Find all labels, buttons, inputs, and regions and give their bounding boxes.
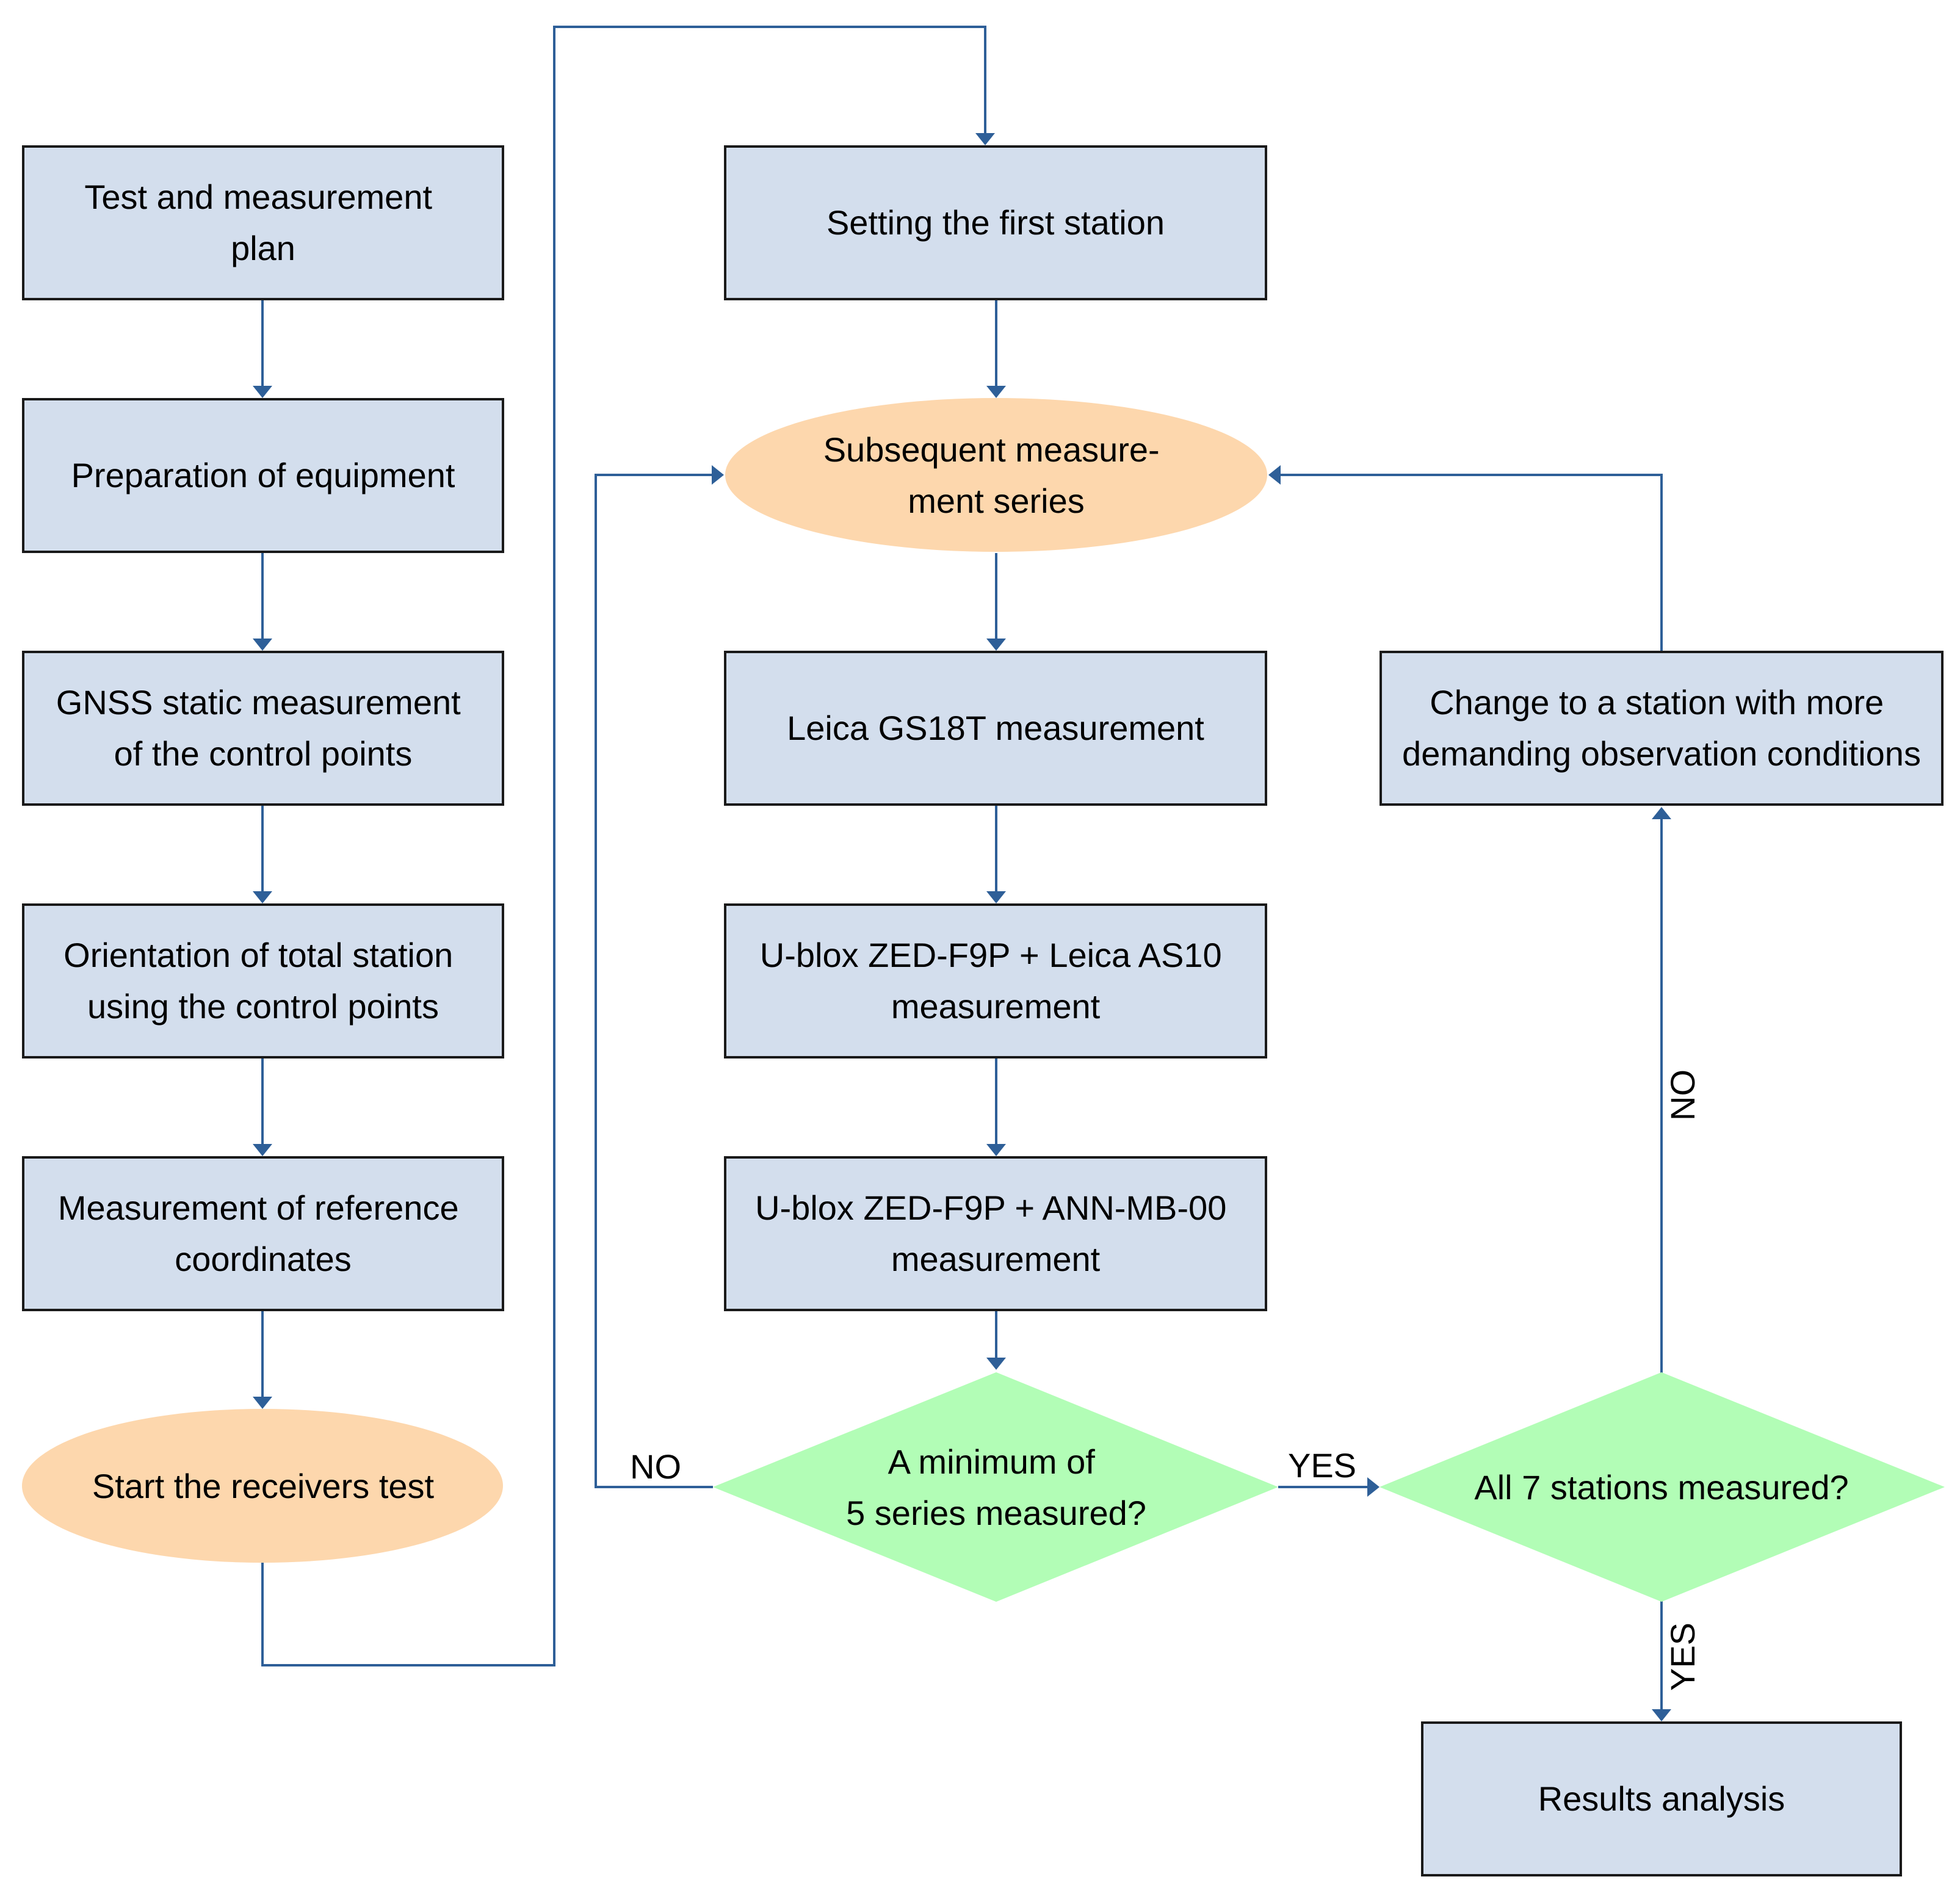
arrowhead-start-to-first-station xyxy=(975,133,995,145)
arrow-min-series-no xyxy=(595,474,713,1488)
connectors xyxy=(253,26,1671,1721)
arrowhead-prep-to-gnss xyxy=(253,639,272,651)
node-start-test-label: Start the receivers test xyxy=(92,1467,435,1505)
arrowhead-leica-to-as10 xyxy=(986,891,1006,903)
node-ublox-ann: U-blox ZED-F9P + ANN-MB-00 measurement xyxy=(724,1156,1267,1311)
node-subsequent-series-label: Subsequent measure- ment series xyxy=(823,430,1170,520)
node-results-label: Results analysis xyxy=(1538,1779,1785,1818)
edge-label-min-series-yes: YES xyxy=(1288,1446,1356,1485)
node-prep-equipment-label: Preparation of equipment xyxy=(71,456,455,494)
node-all-stations-label: All 7 stations measured? xyxy=(1474,1468,1848,1507)
arrowhead-all-stations-yes xyxy=(1652,1709,1671,1721)
node-gnss-static: GNSS static measurement of the control p… xyxy=(22,651,504,806)
node-min-series-decision: A minimum of 5 series measured? xyxy=(713,1372,1278,1602)
node-prep-equipment: Preparation of equipment xyxy=(22,398,504,553)
arrowhead-min-series-yes xyxy=(1367,1477,1380,1497)
arrowhead-all-stations-no xyxy=(1652,807,1671,819)
node-leica-gs18t: Leica GS18T measurement xyxy=(724,651,1267,806)
arrowhead-ann-to-min-series xyxy=(986,1358,1006,1370)
node-test-plan: Test and measurement plan xyxy=(22,145,504,300)
node-reference-coords: Measurement of reference coordinates xyxy=(22,1156,504,1311)
edge-label-all-stations-yes: YES xyxy=(1663,1623,1702,1691)
arrowhead-change-to-series xyxy=(1268,465,1281,485)
node-subsequent-series: Subsequent measure- ment series xyxy=(725,398,1267,552)
node-change-station: Change to a station with more demanding … xyxy=(1380,651,1944,806)
node-first-station-label: Setting the first station xyxy=(826,203,1165,242)
arrowhead-gnss-to-orientation xyxy=(253,891,272,903)
node-ublox-as10-label: U-blox ZED-F9P + Leica AS10 measurement xyxy=(760,936,1231,1026)
edge-label-min-series-no: NO xyxy=(630,1447,681,1486)
node-min-series-label: A minimum of 5 series measured? xyxy=(846,1442,1146,1532)
node-start-test: Start the receivers test xyxy=(22,1409,503,1563)
node-gnss-static-label: GNSS static measurement of the control p… xyxy=(56,683,470,773)
node-orientation: Orientation of total station using the c… xyxy=(22,903,504,1058)
arrowhead-min-series-no xyxy=(712,465,724,485)
node-test-plan-label: Test and measurement plan xyxy=(84,178,441,267)
node-reference-coords-label: Measurement of reference coordinates xyxy=(58,1189,468,1278)
arrowhead-orientation-to-reference xyxy=(253,1144,272,1156)
node-ublox-as10: U-blox ZED-F9P + Leica AS10 measurement xyxy=(724,903,1267,1058)
node-ublox-ann-label: U-blox ZED-F9P + ANN-MB-00 measurement xyxy=(755,1189,1236,1278)
arrowhead-as10-to-ann xyxy=(986,1144,1006,1156)
arrow-start-to-first-station xyxy=(261,26,986,1666)
node-change-station-label: Change to a station with more demanding … xyxy=(1402,683,1921,773)
arrowhead-first-station-to-series xyxy=(986,386,1006,398)
arrow-change-to-series xyxy=(1281,474,1663,651)
arrowhead-reference-to-start xyxy=(253,1397,272,1409)
node-leica-gs18t-label: Leica GS18T measurement xyxy=(787,709,1204,747)
node-all-stations-decision: All 7 stations measured? xyxy=(1380,1372,1945,1602)
arrowhead-plan-to-prep xyxy=(253,386,272,398)
node-first-station: Setting the first station xyxy=(724,145,1267,300)
edge-label-all-stations-no: NO xyxy=(1663,1069,1702,1121)
node-results: Results analysis xyxy=(1421,1721,1902,1876)
node-orientation-label: Orientation of total station using the c… xyxy=(63,936,463,1026)
arrowhead-series-to-leica xyxy=(986,639,1006,651)
